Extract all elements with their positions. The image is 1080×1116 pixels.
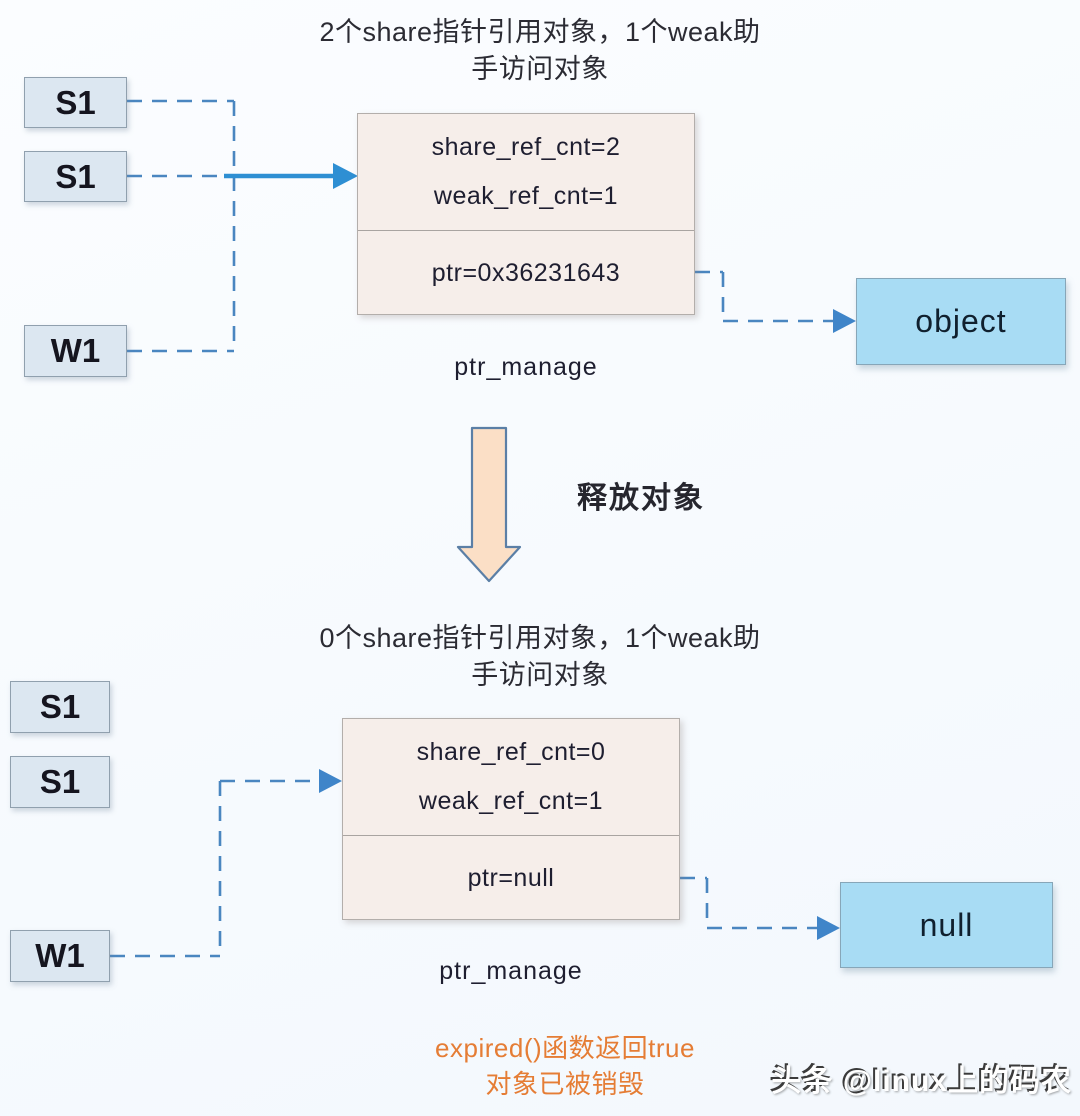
manage-box-top-counts: share_ref_cnt=2 weak_ref_cnt=1 — [358, 114, 694, 231]
expired-note-line2: 对象已被销毁 — [485, 1069, 645, 1099]
manage-box-bottom-ptr: ptr=null — [343, 836, 679, 920]
weak-ref-row: weak_ref_cnt=1 — [418, 786, 604, 815]
pointer-box-label: W1 — [35, 937, 85, 974]
pointer-box-label: S1 — [55, 157, 96, 195]
manage-box-top: share_ref_cnt=2 weak_ref_cnt=1 ptr=0x362… — [357, 113, 695, 315]
release-arrow-icon — [456, 426, 522, 583]
pointer-box-top-w1: W1 — [24, 325, 127, 377]
null-box-label: null — [919, 906, 974, 943]
pointer-box-label: W1 — [50, 332, 101, 369]
pointer-box-top-s1b: S1 — [24, 151, 127, 202]
share-ref-row: share_ref_cnt=2 — [431, 133, 621, 162]
object-box-label: object — [915, 303, 1007, 339]
pointer-box-top-s1a: S1 — [24, 77, 127, 128]
pointer-box-label: S1 — [39, 763, 81, 800]
top-title-line2: 手访问对象 — [471, 54, 609, 84]
dashed-line-top-ptr-to-object — [695, 270, 836, 323]
watermark: 头条 @linux上的码农 — [771, 1065, 1072, 1098]
null-box: null — [840, 882, 1053, 968]
pointer-box-label: S1 — [39, 688, 81, 725]
top-title-line1: 2个share指针引用对象，1个weak助 — [319, 17, 761, 47]
manage-box-top-ptr: ptr=0x36231643 — [358, 231, 694, 315]
dashed-line-bottom-ptr-to-null — [680, 876, 820, 930]
bottom-title-line2: 手访问对象 — [471, 660, 609, 690]
pointer-box-bottom-w1: W1 — [10, 930, 110, 982]
pointer-box-label: S1 — [55, 83, 96, 121]
expired-note-line1: expired()函数返回true — [435, 1033, 695, 1063]
bottom-title-line1: 0个share指针引用对象，1个weak助 — [319, 623, 761, 653]
expired-note: expired()函数返回true 对象已被销毁 — [265, 1030, 865, 1102]
bottom-title: 0个share指针引用对象，1个weak助 手访问对象 — [240, 620, 840, 694]
pointer-box-bottom-s1b: S1 — [10, 756, 110, 808]
manage-box-bottom-counts: share_ref_cnt=0 weak_ref_cnt=1 — [343, 719, 679, 836]
ptr-row: ptr=0x36231643 — [431, 258, 621, 287]
manage-box-bottom: share_ref_cnt=0 weak_ref_cnt=1 ptr=null — [342, 718, 680, 920]
pointer-box-bottom-s1a: S1 — [10, 681, 110, 733]
release-label: 释放对象 — [577, 482, 705, 515]
object-box: object — [856, 278, 1066, 365]
share-ref-row: share_ref_cnt=0 — [416, 738, 606, 767]
ptr-row: ptr=null — [467, 863, 555, 892]
dashed-arrowhead-bottom-null — [817, 916, 840, 940]
dashed-arrowhead-top-object — [833, 309, 856, 333]
top-title: 2个share指针引用对象，1个weak助 手访问对象 — [240, 14, 840, 88]
solid-arrowhead-top — [333, 163, 358, 189]
ptr-manage-label-top: ptr_manage — [454, 353, 598, 381]
weak-ref-row: weak_ref_cnt=1 — [433, 181, 619, 210]
dashed-arrowhead-bottom-manage — [319, 769, 342, 793]
ptr-manage-label-bottom: ptr_manage — [439, 957, 583, 985]
